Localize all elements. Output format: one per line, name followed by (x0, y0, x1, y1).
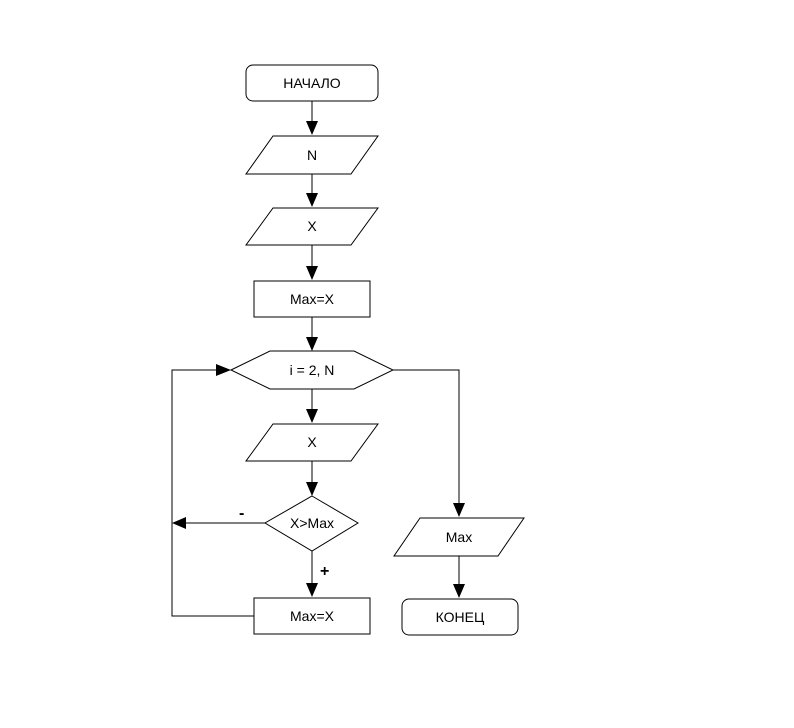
edge-input-x-to-decision (306, 461, 318, 496)
end-terminator: КОНЕЦ (401, 598, 519, 636)
edge-output-to-end (453, 556, 465, 598)
assign-max-first-process: Max=X (253, 280, 371, 318)
loop-label: i = 2, N (290, 362, 335, 378)
edge-start-to-input-n (306, 101, 318, 135)
output-max-label: Max (446, 529, 472, 545)
edge-loop-to-input-x (306, 389, 318, 423)
input-n-label: N (307, 147, 317, 163)
decision-yes-label: + (320, 563, 329, 580)
loop-hexagon: i = 2, N (229, 350, 395, 390)
input-x-loop-parallelogram: X (245, 423, 379, 462)
nodes: НАЧАЛО N X Max=X i = 2, N X X>Max (229, 64, 525, 636)
edge-decision-yes: + (306, 551, 329, 597)
decision-no-label: - (239, 505, 244, 522)
assign-max-first-label: Max=X (290, 291, 335, 307)
edge-loop-exit-to-output (393, 369, 465, 517)
edge-input-n-to-input-x (306, 174, 318, 207)
connectors: + - (171, 101, 465, 617)
input-x-loop-label: X (307, 434, 317, 450)
edge-input-x-to-assign (306, 245, 318, 280)
output-max-parallelogram: Max (393, 517, 525, 557)
edge-assign-back-to-loop (171, 364, 254, 617)
edge-assign-to-loop (306, 317, 318, 351)
decision-label: X>Max (290, 515, 334, 531)
assign-max-loop-label: Max=X (290, 608, 335, 624)
input-x-first-label: X (307, 218, 317, 234)
input-n-parallelogram: N (245, 135, 379, 175)
edge-decision-no: - (172, 505, 265, 529)
assign-max-loop-process: Max=X (253, 597, 371, 635)
start-label: НАЧАЛО (283, 75, 341, 91)
start-terminator: НАЧАЛО (245, 64, 379, 102)
decision-diamond: X>Max (264, 495, 359, 552)
input-x-first-parallelogram: X (245, 207, 379, 246)
end-label: КОНЕЦ (436, 609, 485, 625)
